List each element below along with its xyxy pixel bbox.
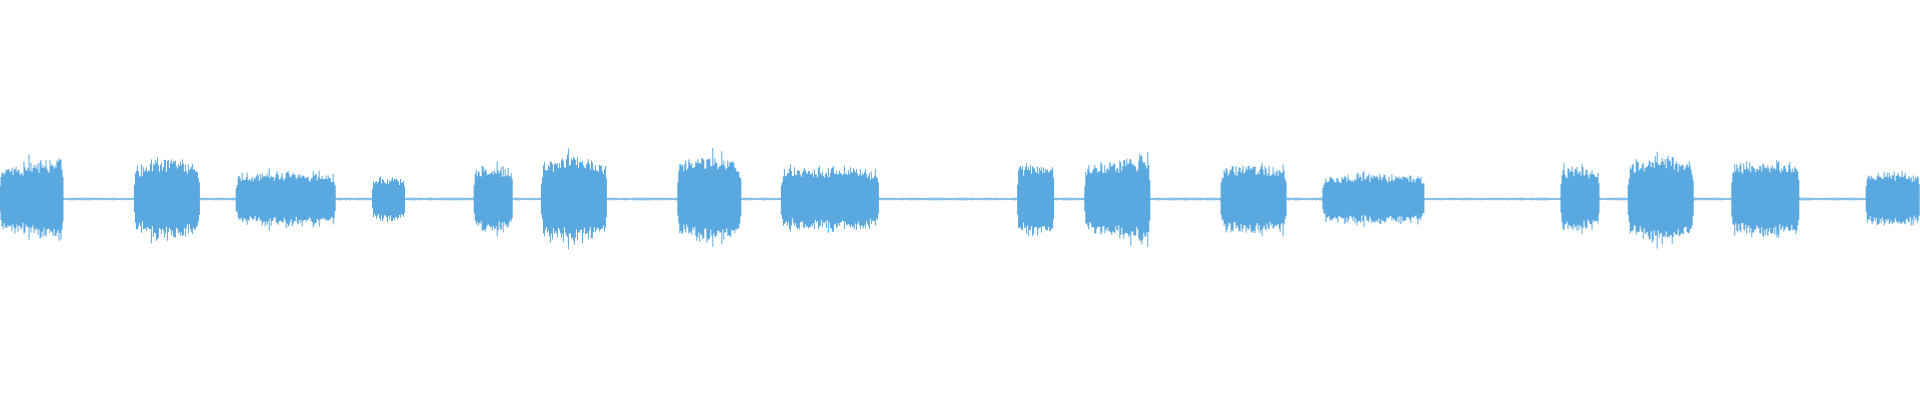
waveform-segment-1 bbox=[0, 155, 63, 241]
waveform-segment-11 bbox=[1221, 163, 1286, 237]
waveform-segment-10 bbox=[1085, 152, 1150, 247]
waveform-segment-6 bbox=[541, 149, 606, 250]
waveform-segment-14 bbox=[1628, 152, 1693, 249]
waveform-segment-2 bbox=[134, 157, 199, 243]
waveform-segment-12 bbox=[1323, 171, 1424, 227]
waveform-segment-9 bbox=[1018, 163, 1054, 236]
waveform-segment-8 bbox=[781, 164, 878, 233]
waveform-segment-15 bbox=[1732, 160, 1799, 238]
waveform-segment-4 bbox=[373, 177, 405, 223]
waveform-segment-7 bbox=[678, 148, 741, 247]
waveform-segment-3 bbox=[236, 168, 335, 231]
waveform-segment-13 bbox=[1561, 163, 1599, 234]
waveform-segment-5 bbox=[474, 162, 512, 237]
waveform-segment-16 bbox=[1866, 171, 1919, 226]
waveform-segments bbox=[0, 148, 1919, 249]
